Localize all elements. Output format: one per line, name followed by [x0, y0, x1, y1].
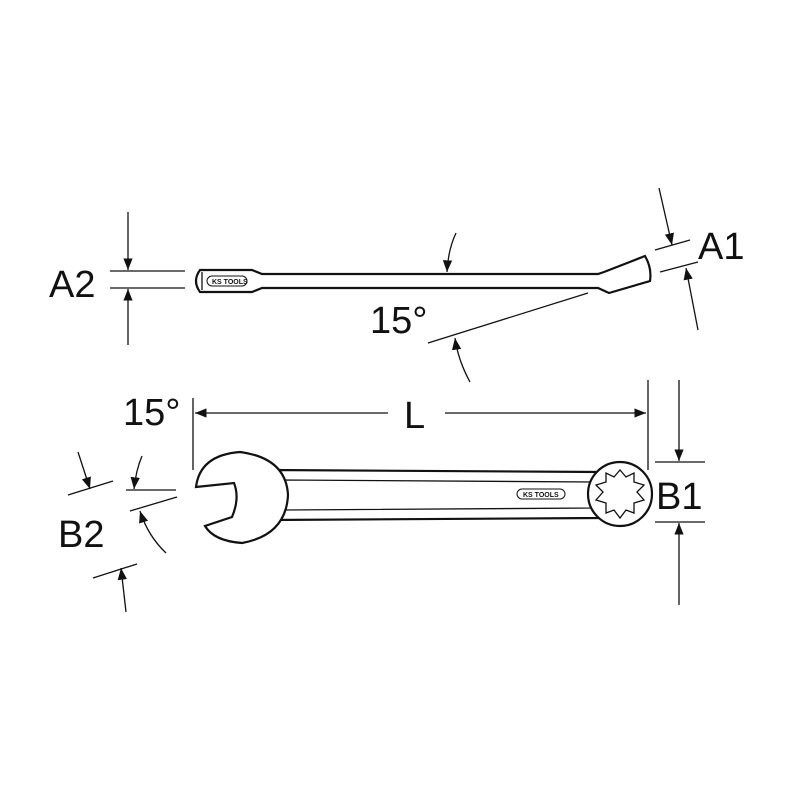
dimension-length: L: [192, 380, 649, 470]
dimension-a2: A2: [49, 212, 185, 345]
label-a2: A2: [49, 264, 95, 306]
dimension-b2: B2: [58, 451, 138, 613]
dimension-angle-head: 15°: [123, 392, 180, 554]
svg-text:KS TOOLS: KS TOOLS: [212, 279, 248, 286]
dimension-angle-side: 15°: [370, 232, 589, 383]
brand-logo-side: KS TOOLS: [206, 275, 248, 287]
dimension-a1: A1: [654, 187, 744, 331]
label-length: L: [404, 395, 425, 437]
twelve-point-socket: [594, 469, 646, 520]
brand-logo-top: KS TOOLS: [516, 488, 566, 500]
dimension-b1: B1: [655, 380, 705, 605]
label-a1: A1: [698, 226, 744, 268]
top-view-wrench: KS TOOLS: [194, 450, 654, 545]
label-b2: B2: [58, 514, 104, 556]
side-view-wrench: KS TOOLS: [194, 254, 652, 295]
label-angle-side: 15°: [370, 300, 427, 342]
svg-text:KS TOOLS: KS TOOLS: [523, 492, 559, 499]
label-b1: B1: [656, 476, 702, 518]
label-angle-head: 15°: [123, 392, 180, 434]
